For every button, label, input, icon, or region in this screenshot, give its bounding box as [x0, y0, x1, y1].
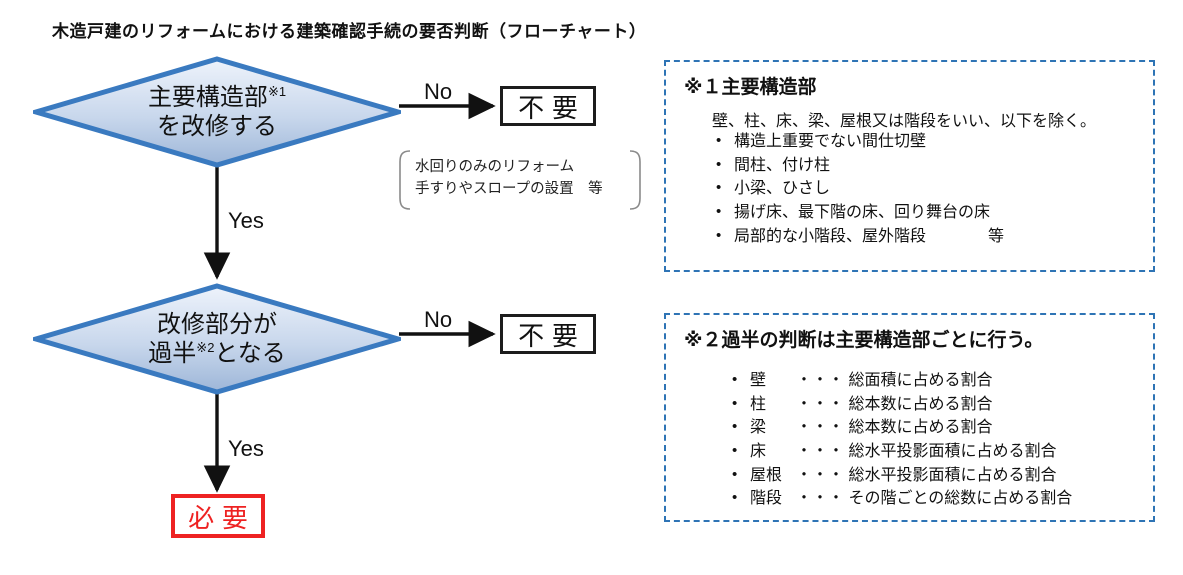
note-panel-2-desc-3: 総水平投影面積に占める割合 — [848, 443, 1057, 461]
note-panel-2-term-0: 壁 — [750, 372, 767, 389]
decision1-line1: 主要構造部 — [147, 83, 268, 111]
decision-node-majority[interactable]: 改修部分が 過半※2となる — [33, 283, 401, 395]
note-panel-1-item-1: 間柱、付け柱 — [734, 156, 831, 174]
note-panel-2-list: 壁・・・ 総面積に占める割合 柱・・・ 総本数に占める割合 梁・・・ 総本数に占… — [728, 369, 1072, 511]
note-panel-2-dots-0: ・・・ — [796, 372, 845, 389]
list-item: 梁 ・・・ 総本数に占める割合 — [728, 416, 1072, 440]
result-box-not-required-1[interactable]: 不要 — [500, 86, 596, 126]
decision2-footnote-marker: ※2 — [196, 340, 215, 355]
list-item: 構造上重要でない間仕切壁 — [712, 130, 1004, 154]
list-item: 階段・・・ その階ごとの総数に占める割合 — [728, 487, 1072, 511]
note-panel-1-heading: ※１主要構造部 — [684, 77, 817, 98]
note-panel-1-item-0: 構造上重要でない間仕切壁 — [734, 133, 927, 150]
note-panel-2-dots-4: ・・・ — [796, 466, 845, 484]
note-panel-2-heading: ※２過半の判断は主要構造部ごとに行う。 — [684, 330, 1044, 351]
edge-label-no-1: No — [424, 79, 453, 104]
bracket-note-line-1: 水回りのみのリフォーム — [415, 159, 575, 175]
note-panel-1-item-2: 小梁、ひさし — [734, 180, 831, 198]
decision2-line2-a: 過半 — [148, 340, 197, 367]
note-panel-1-trailing: 等 — [988, 227, 1005, 245]
note-panel-2-term-5: 階段 — [750, 490, 783, 508]
decision-node-majority-label: 改修部分が 過半※2となる — [33, 283, 401, 395]
decision1-line2: を改修する — [157, 113, 277, 140]
list-item: 屋根・・・ 総水平投影面積に占める割合 — [728, 464, 1072, 488]
list-item: 柱 ・・・ 総本数に占める割合 — [728, 393, 1072, 417]
edge-label-no-2: No — [424, 307, 453, 332]
note-panel-2-term-3: 床 — [750, 443, 767, 461]
note-panel-2-dots-2: ・・・ — [796, 419, 845, 437]
edge-label-yes-2: Yes — [228, 436, 264, 461]
list-item: 局部的な小階段、屋外階段 等 — [712, 225, 1004, 249]
decision2-line1: 改修部分が — [157, 310, 277, 338]
note-panel-2-term-4: 屋根 — [750, 466, 783, 484]
note-panel-2-desc-2: 総本数に占める割合 — [848, 419, 993, 437]
note-panel-majority: ※２過半の判断は主要構造部ごとに行う。 壁・・・ 総面積に占める割合 柱・・・ … — [664, 313, 1155, 522]
note-panel-2-desc-1: 総本数に占める割合 — [848, 395, 993, 413]
note-panel-2-term-2: 梁 — [750, 419, 767, 437]
page-title: 木造戸建のリフォームにおける建築確認手続の要否判断（フローチャート） — [52, 22, 647, 41]
list-item: 揚げ床、最下階の床、回り舞台の床 — [712, 201, 1004, 225]
decision-node-major-structure-label: 主要構造部※1 を改修する — [33, 56, 401, 168]
decision-node-major-structure[interactable]: 主要構造部※1 を改修する — [33, 56, 401, 168]
edge-label-yes-1: Yes — [228, 208, 264, 233]
result-box-required[interactable]: 必要 — [171, 494, 265, 538]
bracket-shape — [399, 150, 641, 210]
result-box-not-required-2[interactable]: 不要 — [500, 314, 596, 354]
list-item: 壁 ・・・ 総面積に占める割合 — [728, 369, 1072, 393]
note-panel-major-structure: ※１主要構造部 壁、柱、床、梁、屋根又は階段をいい、以下を除く。 構造上重要でな… — [664, 60, 1155, 272]
bracket-note-text: 水回りのみのリフォーム 手すりやスロープの設置 等 — [415, 156, 603, 201]
note-panel-1-item-4: 局部的な小階段、屋外階段 — [734, 227, 927, 245]
bracket-note-examples: 水回りのみのリフォーム 手すりやスロープの設置 等 — [398, 150, 642, 210]
note-panel-1-lead: 壁、柱、床、梁、屋根又は階段をいい、以下を除く。 — [712, 113, 1097, 130]
list-item: 小梁、ひさし — [712, 177, 1004, 201]
note-panel-2-desc-4: 総水平投影面積に占める割合 — [848, 466, 1057, 484]
decision2-line2-b: となる — [214, 340, 286, 367]
list-item: 床 ・・・ 総水平投影面積に占める割合 — [728, 440, 1072, 464]
decision1-footnote-marker: ※1 — [267, 83, 287, 99]
note-panel-2-desc-5: その階ごとの総数に占める割合 — [848, 490, 1073, 508]
note-panel-1-item-3: 揚げ床、最下階の床、回り舞台の床 — [734, 204, 991, 222]
note-panel-2-dots-5: ・・・ — [796, 490, 845, 508]
note-panel-2-desc-0: 総面積に占める割合 — [848, 372, 993, 389]
note-panel-1-list: 構造上重要でない間仕切壁 間柱、付け柱 小梁、ひさし 揚げ床、最下階の床、回り舞… — [712, 130, 1004, 248]
bracket-note-line-2: 手すりやスロープの設置 等 — [415, 181, 603, 198]
note-panel-2-term-1: 柱 — [750, 395, 767, 413]
list-item: 間柱、付け柱 — [712, 154, 1004, 178]
note-panel-2-dots-3: ・・・ — [796, 443, 845, 461]
note-panel-2-dots-1: ・・・ — [796, 395, 845, 413]
